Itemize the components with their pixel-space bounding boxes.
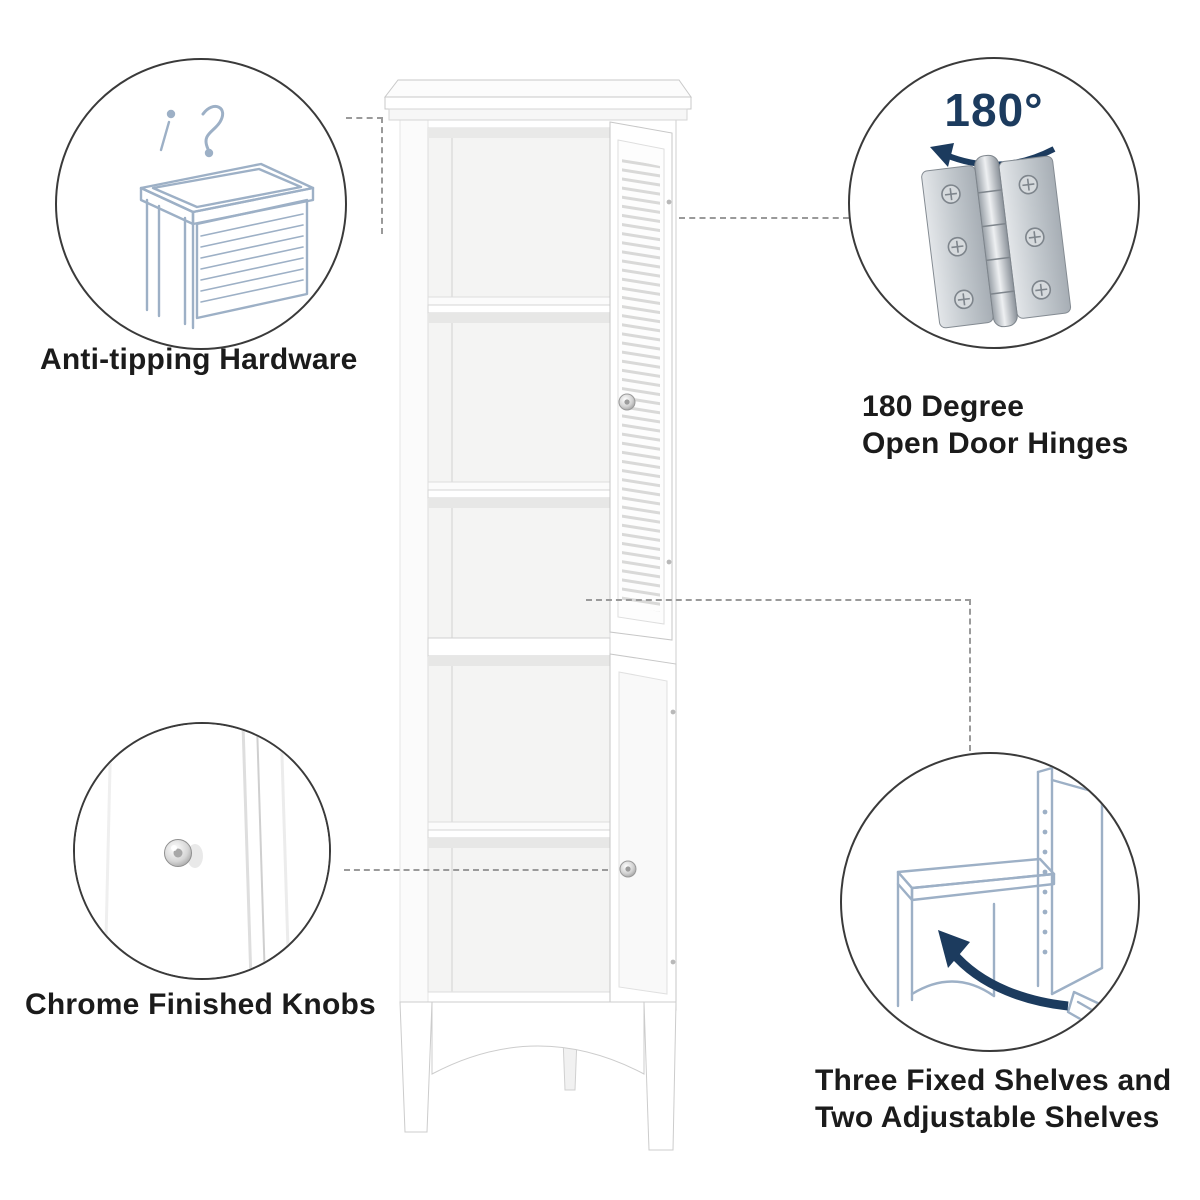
connector-anti-tipping-h (346, 117, 383, 119)
hinges-label: 180 Degree Open Door Hinges (862, 388, 1129, 462)
shelves-label-line1: Three Fixed Shelves and (815, 1064, 1172, 1097)
front-right-leg (643, 1001, 677, 1151)
callout-circle-hinges: 180° (848, 57, 1140, 349)
anti-tip-cabinet-sketch (139, 104, 315, 330)
shelves-label-line2: Two Adjustable Shelves (815, 1101, 1160, 1134)
hinge-180-badge: 180° (944, 84, 1044, 136)
anti-tipping-label: Anti-tipping Hardware (40, 343, 358, 376)
shelf-3 (427, 821, 611, 848)
lower-door (609, 653, 677, 1011)
callout-circle-knobs (73, 722, 331, 980)
connector-hinge (679, 217, 849, 219)
front-left-leg (399, 1001, 433, 1133)
shelf-1 (427, 296, 611, 323)
knob-closeup (75, 724, 329, 978)
connector-shelves-v (969, 599, 971, 751)
upper-louvered-door (609, 121, 673, 641)
cabinet-product-photo (378, 72, 708, 1177)
shelf-sketch (896, 766, 1106, 1030)
hinges-label-line2: Open Door Hinges (862, 427, 1129, 460)
fixed-mid-shelf (427, 637, 611, 666)
knobs-label: Chrome Finished Knobs (25, 988, 376, 1021)
shelves-label: Three Fixed Shelves and Two Adjustable S… (815, 1062, 1171, 1136)
callout-circle-shelves (840, 752, 1140, 1052)
hinge-icon (921, 143, 1072, 329)
connector-knobs (344, 869, 608, 871)
hinges-label-line1: 180 Degree (862, 390, 1025, 423)
connector-anti-tipping-v (381, 117, 383, 234)
cabinet-illustration (383, 79, 692, 1151)
callout-circle-anti-tipping (55, 58, 347, 350)
connector-shelves-h (586, 599, 971, 601)
anti-tip-strap-icon (159, 104, 225, 158)
shelf-2 (427, 481, 611, 508)
adjust-arrow-icon (938, 930, 1069, 1011)
